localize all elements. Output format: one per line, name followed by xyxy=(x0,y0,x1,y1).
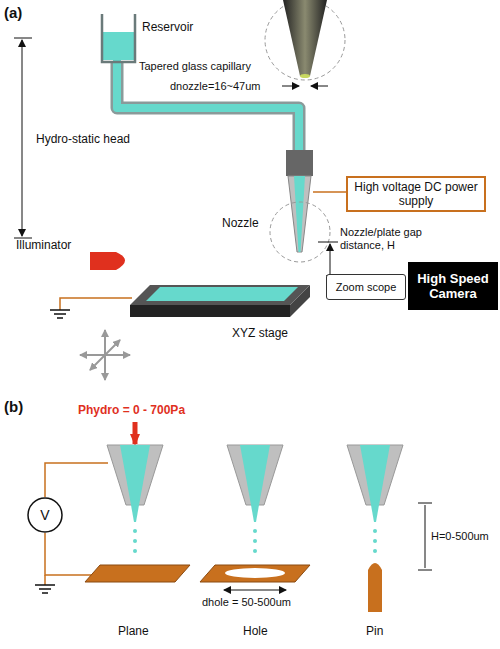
camera-box: High Speed Camera xyxy=(408,262,498,310)
annotation-label: dnozzle=16~47um xyxy=(170,80,261,93)
droplet xyxy=(133,549,137,553)
annotation-label: Illuminator xyxy=(16,238,71,252)
nozzle-shape xyxy=(251,505,259,522)
annotation-label: Pin xyxy=(366,624,383,638)
nozzle-shape xyxy=(227,445,283,505)
annotation-label: Reservoir xyxy=(142,20,193,34)
zoom-scope-box: Zoom scope xyxy=(326,274,406,300)
annotation-label: Plane xyxy=(118,624,149,638)
droplet xyxy=(253,539,257,543)
nozzle-shape xyxy=(131,505,139,522)
voltmeter-circle: V xyxy=(27,497,63,533)
node-text: High voltage DC power supply xyxy=(352,180,480,208)
node-text: High Speed Camera xyxy=(411,271,495,301)
annotation-label: Tapered glass capillary xyxy=(139,60,251,73)
annotation-label: Nozzle/plate gap distance, H xyxy=(340,226,455,252)
droplet xyxy=(373,549,377,553)
annotation-label: XYZ stage xyxy=(232,326,288,340)
node-text: Zoom scope xyxy=(336,281,397,293)
annotation-label: Hole xyxy=(243,624,268,638)
droplet xyxy=(133,539,137,543)
annotation-label: Nozzle xyxy=(222,216,259,230)
annotation-label: H=0-500um xyxy=(431,530,489,543)
power-supply-box: High voltage DC power supply xyxy=(346,176,486,212)
nozzle-shape xyxy=(240,445,270,505)
nozzle-shape xyxy=(347,445,403,505)
droplet xyxy=(373,539,377,543)
nozzle-shape xyxy=(371,505,379,522)
droplet xyxy=(373,529,377,533)
droplet xyxy=(253,529,257,533)
nozzle-shape xyxy=(120,445,150,505)
droplet xyxy=(253,549,257,553)
annotation-label: Hydro-static head xyxy=(36,132,130,146)
panel-letter: (b) xyxy=(4,398,23,415)
circle-outline xyxy=(28,498,62,532)
node-text: V xyxy=(40,507,49,523)
nozzle-shape xyxy=(107,445,163,505)
panel-letter: (a) xyxy=(4,4,22,21)
droplet xyxy=(133,529,137,533)
annotation-label: Phydro = 0 - 700Pa xyxy=(78,403,185,417)
nozzle-shape xyxy=(360,445,390,505)
annotation-label: dhole = 50-500um xyxy=(202,596,291,609)
